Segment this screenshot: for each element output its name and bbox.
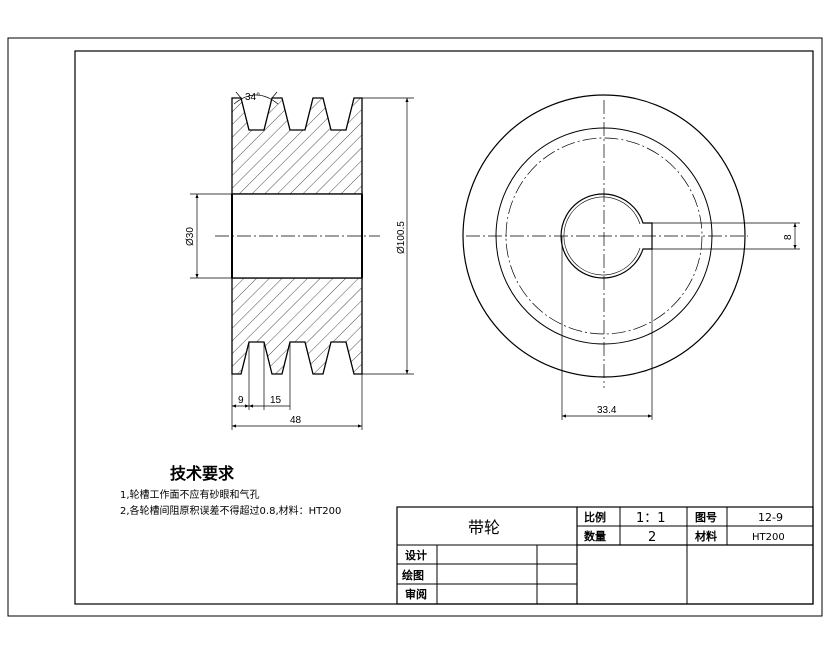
title-block: 带轮 比例 1：1 图号 12-9 数量 2 材料 HT200 设计 绘图 审阅 <box>396 506 814 605</box>
bore <box>231 193 363 279</box>
pitch-circle <box>505 137 703 335</box>
review-label: 审阅 <box>405 587 427 601</box>
technical-requirements: 技术要求 1,轮槽工作面不应有砂眼和气孔 2,各轮槽间阻原积误差不得超过0.8,… <box>120 464 341 517</box>
groove-pitch-label: 15 <box>270 395 282 406</box>
bore-diameter-label: Ø30 <box>185 227 196 246</box>
material-value: HT200 <box>752 532 785 543</box>
section-view: 34° Ø30 Ø100.5 9 15 48 <box>185 91 414 430</box>
width-label: 48 <box>290 415 302 426</box>
draw-label: 绘图 <box>402 568 424 582</box>
material-label: 材料 <box>695 529 717 543</box>
note-line-2: 2,各轮槽间阻原积误差不得超过0.8,材料：HT200 <box>120 504 341 517</box>
outer-diameter-label: Ø100.5 <box>396 221 407 254</box>
quantity-label: 数量 <box>584 529 606 543</box>
section-upper-half <box>231 97 363 195</box>
section-lower-half <box>231 277 363 375</box>
drawing-no-value: 12-9 <box>758 511 783 524</box>
front-view: 33.4 8 <box>462 94 800 420</box>
outer-border <box>7 37 823 617</box>
keyway-width-label: 8 <box>783 234 794 240</box>
scale-value: 1：1 <box>636 511 666 526</box>
part-name: 带轮 <box>468 518 500 537</box>
scale-label: 比例 <box>584 510 606 524</box>
design-label: 设计 <box>405 548 427 562</box>
quantity-value: 2 <box>648 530 656 545</box>
note-line-1: 1,轮槽工作面不应有砂眼和气孔 <box>120 488 260 501</box>
notes-heading: 技术要求 <box>170 464 235 483</box>
groove-offset-label: 9 <box>238 395 244 406</box>
keyway-depth-label: 33.4 <box>597 405 617 416</box>
drawing-no-label: 图号 <box>695 511 717 524</box>
groove-angle-label: 34° <box>245 92 260 103</box>
